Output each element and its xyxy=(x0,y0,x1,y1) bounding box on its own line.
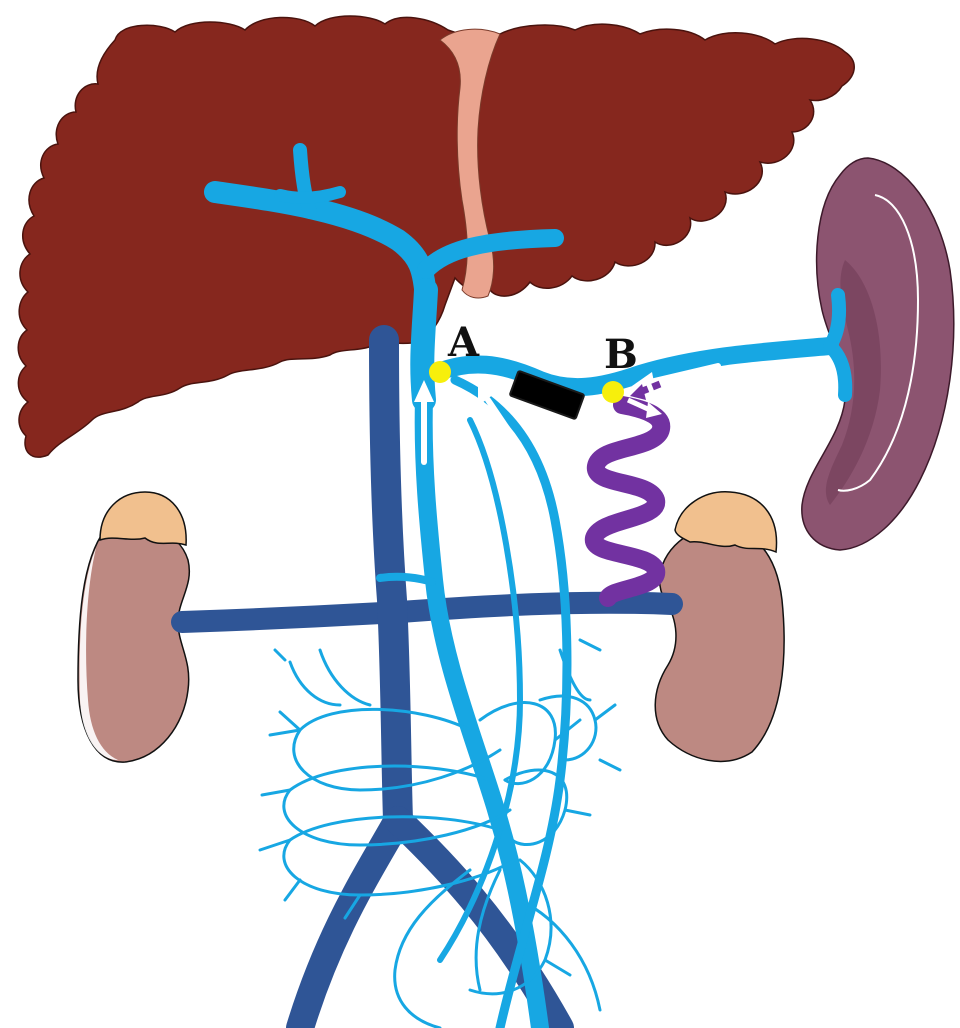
left-kidney-body xyxy=(78,526,189,762)
left-adrenal-gland xyxy=(100,492,186,545)
shunt-coil xyxy=(594,405,661,598)
renal-vein-left xyxy=(182,612,400,622)
point-b-label: B xyxy=(604,331,638,378)
right-kidney-body xyxy=(655,528,784,762)
liver xyxy=(18,16,854,457)
point-a-label: A xyxy=(447,319,480,366)
liver-body xyxy=(18,16,854,457)
left-iliac-vein xyxy=(300,820,398,1028)
flow-arrow-imv xyxy=(478,384,515,440)
portal-branch-upper-b xyxy=(280,192,340,198)
right-kidney xyxy=(655,492,784,762)
point-b-marker xyxy=(602,381,624,403)
